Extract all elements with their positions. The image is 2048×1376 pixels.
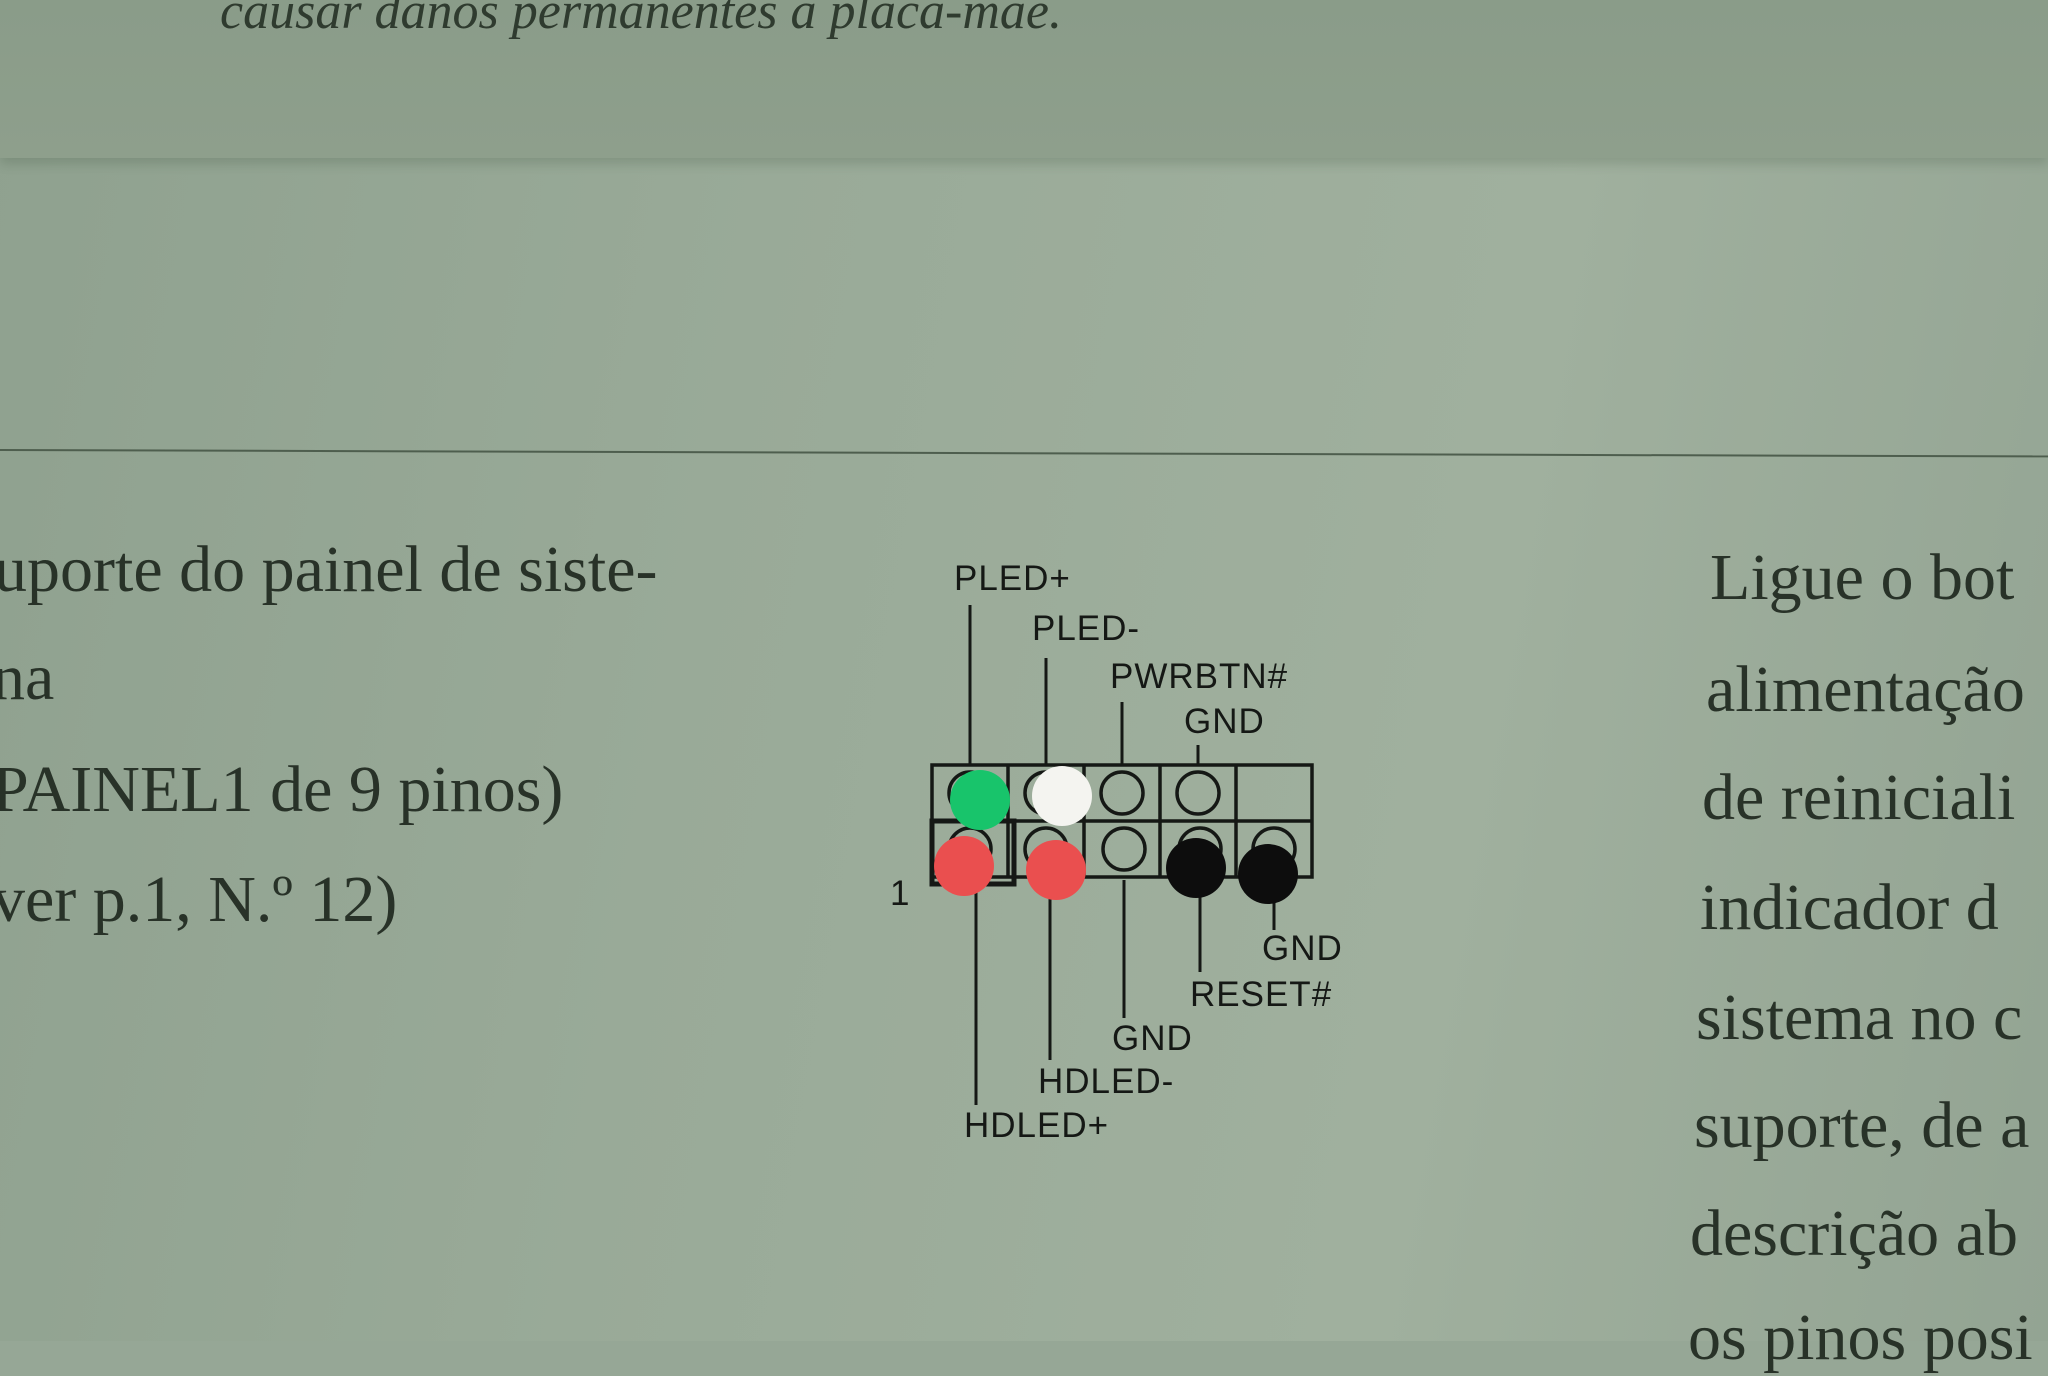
- left-text-line: ver p.1, N.º 12): [0, 863, 398, 936]
- left-text-line: uporte do painel de siste-: [0, 533, 658, 606]
- right-text-line: Ligue o bot: [1710, 541, 2015, 614]
- right-text-line: descrição ab: [1690, 1197, 2018, 1270]
- right-text-line: de reiniciali: [1702, 761, 2016, 834]
- bottom-leader-lines: [974, 880, 1276, 1105]
- gnd-top-label: GND: [1184, 702, 1265, 741]
- right-text-line: sistema no c: [1696, 981, 2023, 1054]
- hdled-plus-label: HDLED+: [964, 1106, 1109, 1145]
- right-text-line: os pinos posi: [1688, 1301, 2033, 1374]
- pin-circle: [1101, 826, 1147, 872]
- right-text-line: indicador d: [1700, 871, 1999, 944]
- pin-circle: [1099, 770, 1145, 816]
- pled-minus-marker: [1032, 766, 1092, 826]
- hdled-minus-marker: [1026, 840, 1086, 900]
- pled-plus-label: PLED+: [954, 559, 1071, 598]
- colored-pin-markers: [934, 766, 1298, 904]
- pled-minus-label: PLED-: [1032, 609, 1140, 648]
- top-leader-lines: [968, 605, 1200, 765]
- right-text-line: alimentação: [1706, 653, 2025, 726]
- pin-circle: [1175, 770, 1221, 816]
- pled-plus-marker: [950, 770, 1010, 830]
- section-divider: [0, 449, 2048, 458]
- panel1-pinout-diagram: PLED+ PLED- PWRBTN# GND 1 GND RESET# GND…: [890, 559, 1343, 1145]
- hdled-minus-label: HDLED-: [1038, 1062, 1174, 1101]
- left-text-line: na: [0, 641, 55, 714]
- gnd-right-label: GND: [1262, 929, 1343, 968]
- gnd-marker: [1238, 844, 1298, 904]
- reset-marker: [1166, 838, 1226, 898]
- left-text-line: PAINEL1 de 9 pinos): [0, 753, 564, 826]
- gnd-bottom-label: GND: [1112, 1019, 1193, 1058]
- hdled-plus-marker: [934, 836, 994, 896]
- pwrbtn-label: PWRBTN#: [1110, 657, 1288, 696]
- reset-label: RESET#: [1190, 975, 1332, 1014]
- right-text-line: suporte, de a: [1694, 1089, 2030, 1162]
- pin1-label: 1: [890, 874, 910, 913]
- top-warning-text: causar danos permanentes à placa-mãe.: [220, 0, 1062, 40]
- top-page-sheet: causar danos permanentes à placa-mãe.: [0, 0, 2048, 158]
